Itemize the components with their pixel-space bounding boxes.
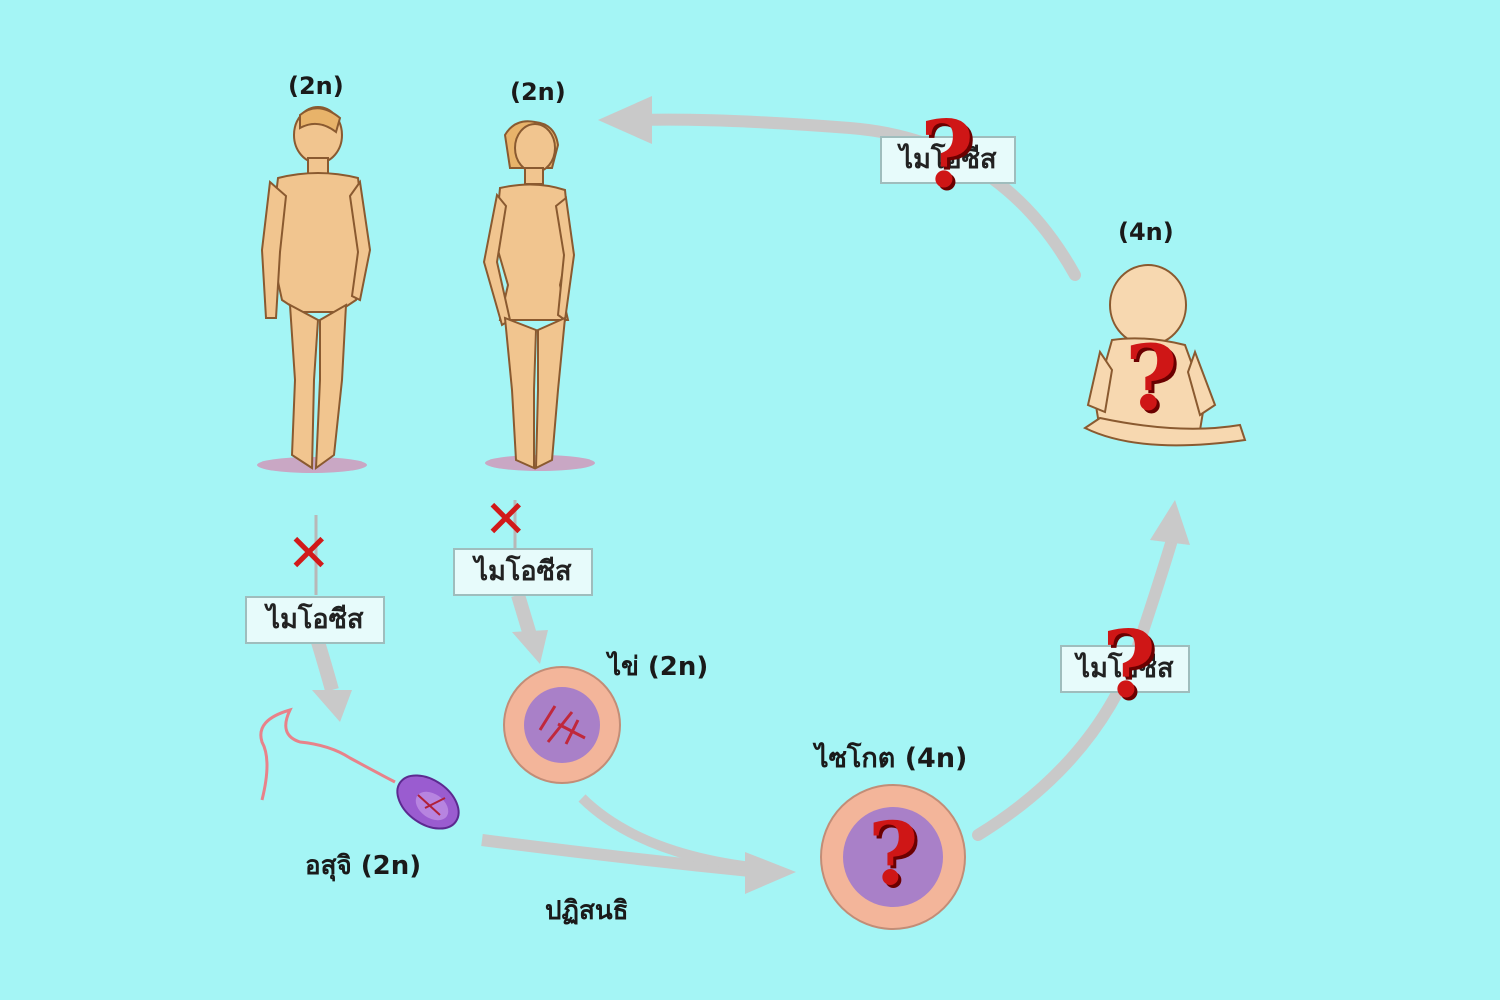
arrow-fertilization <box>481 794 796 894</box>
female-cross-icon: ✕ <box>484 490 528 550</box>
sperm-label: อสุจิ (2n) <box>305 851 422 881</box>
male-figure <box>257 106 372 473</box>
question-mark-top-icon: ? <box>920 100 974 208</box>
female-figure <box>482 120 595 471</box>
meiosis-male-box: ไมโอซีส <box>245 596 385 644</box>
meiosis-female-box: ไมโอซีส <box>453 548 593 596</box>
baby-ploidy-label: (4n) <box>1118 218 1174 246</box>
female-ploidy-label: (2n) <box>510 78 566 106</box>
arrow-meiosis-top <box>598 96 1081 281</box>
egg-label: ไข่ (2n) <box>608 652 709 682</box>
question-mark-baby-icon: ? <box>1125 325 1178 431</box>
meiosis-top-box: ไมโอซีส <box>880 136 1016 184</box>
zygote-label: ไซโกต (4n) <box>815 743 968 774</box>
meiosis-right-box: ไมโอซีส <box>1060 645 1190 693</box>
egg-cell <box>503 666 621 784</box>
fertilization-label: ปฏิสนธิ <box>545 896 629 926</box>
arrow-meiosis-male <box>311 515 352 722</box>
question-mark-zygote-icon: ? <box>868 804 919 905</box>
male-ploidy-label: (2n) <box>288 72 344 100</box>
zygote-cell <box>820 784 966 930</box>
baby-figure <box>1082 264 1247 447</box>
arrow-meiosis-female <box>511 500 548 664</box>
question-mark-right-icon: ? <box>1102 610 1156 718</box>
male-cross-icon: ✕ <box>287 524 331 584</box>
sperm-cell <box>259 707 460 830</box>
